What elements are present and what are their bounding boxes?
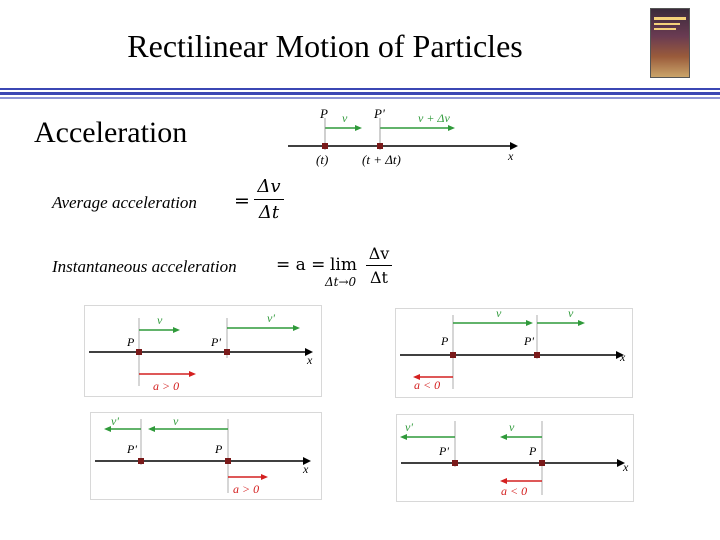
case2-a-label: a < 0 (414, 378, 440, 392)
lim-symbol: lim (330, 255, 357, 275)
case-panel-4: P' P v' v x a < 0 (396, 414, 634, 502)
lim-subscript: Δt→0 (325, 275, 356, 289)
instantaneous-fraction: Δv Δt (366, 244, 392, 287)
case-diagram-3: P' P v' v x a > 0 (91, 413, 321, 499)
case1-pp-label: P' (210, 335, 221, 349)
case1-p-label: P (126, 335, 135, 349)
case2-pp-label: P' (523, 334, 534, 348)
t-label: (t) (316, 152, 328, 167)
case-panel-2: P P' v v x a < 0 (395, 308, 633, 398)
title-rule-top (0, 88, 720, 90)
case-panel-1: P P' v v' x a > 0 (84, 305, 322, 397)
case2-p-label: P (440, 334, 449, 348)
slide-title: Rectilinear Motion of Particles (0, 28, 650, 65)
point-pprime (377, 143, 383, 149)
title-rule-middle (0, 92, 720, 95)
average-denominator: Δt (254, 202, 284, 223)
case3-x-label: x (302, 462, 309, 476)
v-label: v (342, 111, 348, 125)
top-motion-diagram: P P' v v + Δv (t) (t + Δt) x (282, 104, 522, 170)
case2-v2-label: v (568, 309, 574, 320)
instantaneous-numerator: Δv (366, 244, 392, 263)
section-heading: Acceleration (34, 116, 187, 150)
instantaneous-denominator: Δt (366, 268, 392, 287)
case3-v1-label: v' (111, 414, 119, 428)
case3-pp-label: P (214, 442, 223, 456)
case4-pp-label: P (528, 444, 537, 458)
case3-v2-label: v (173, 414, 179, 428)
case-diagram-2: P P' v v x a < 0 (396, 309, 632, 397)
case-diagram-1: P P' v v' x a > 0 (85, 306, 321, 396)
instantaneous-equals-a: = a = (276, 255, 325, 275)
v-plus-dv-label: v + Δv (418, 111, 450, 125)
case4-x-label: x (622, 460, 629, 474)
title-rule-bottom (0, 97, 720, 99)
case1-x-label: x (306, 353, 313, 367)
average-numerator: Δv (254, 176, 284, 197)
case3-p-label: P' (126, 442, 137, 456)
case-diagram-4: P' P v' v x a < 0 (397, 415, 633, 501)
average-fraction: Δv Δt (254, 176, 284, 223)
case2-v1-label: v (496, 309, 502, 320)
case-panel-3: P' P v' v x a > 0 (90, 412, 322, 500)
p-label: P (319, 106, 328, 121)
case1-v2-label: v' (267, 311, 275, 325)
case4-p-label: P' (438, 444, 449, 458)
t-plus-dt-label: (t + Δt) (362, 152, 401, 167)
point-p (322, 143, 328, 149)
case4-v2-label: v (509, 420, 515, 434)
case3-a-label: a > 0 (233, 482, 259, 496)
case2-x-label: x (619, 350, 626, 364)
instantaneous-acceleration-label: Instantaneous acceleration (52, 257, 237, 277)
x-label: x (507, 149, 514, 163)
textbook-cover-image (650, 8, 690, 78)
average-equals: = (234, 190, 250, 212)
case4-a-label: a < 0 (501, 484, 527, 498)
average-acceleration-label: Average acceleration (52, 193, 197, 213)
case1-a-label: a > 0 (153, 379, 179, 393)
pprime-label: P' (373, 106, 385, 121)
case1-v1-label: v (157, 313, 163, 327)
case4-v1-label: v' (405, 420, 413, 434)
